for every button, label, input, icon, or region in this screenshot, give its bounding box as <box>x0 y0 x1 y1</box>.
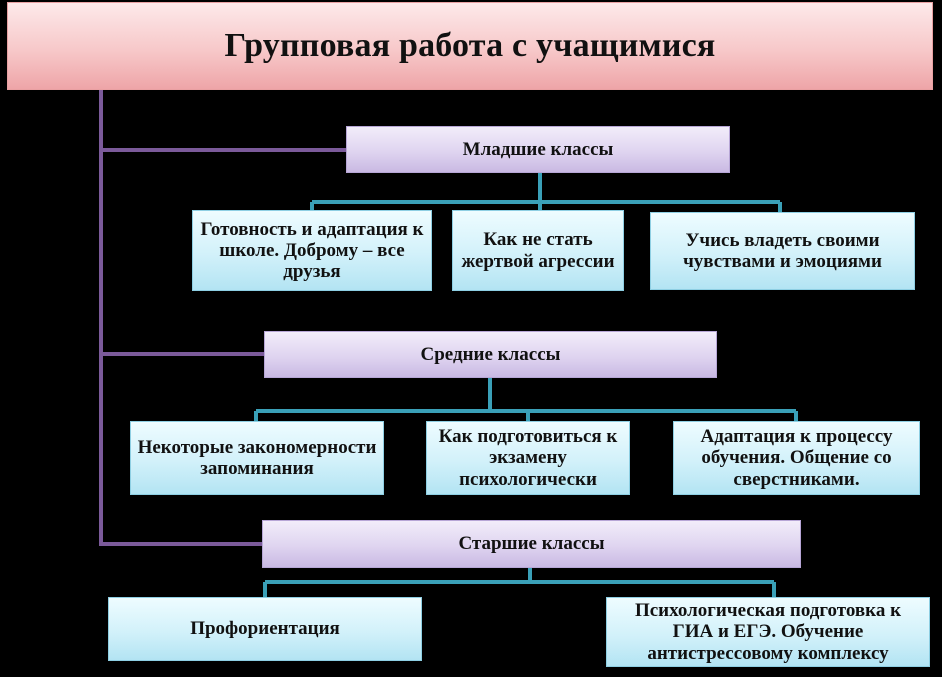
senior-connectors <box>263 568 776 597</box>
group-middle-classes: Средние классы <box>264 331 717 378</box>
topic-adaptation-communication: Адаптация к процессу обучения. Общение с… <box>673 421 920 495</box>
topic-gia-ege-preparation: Психологическая подготовка к ГИА и ЕГЭ. … <box>606 597 930 667</box>
diagram-title: Групповая работа с учащимися <box>7 2 933 90</box>
group-senior-classes: Старшие классы <box>262 520 801 568</box>
topic-avoid-aggression: Как не стать жертвой агрессии <box>452 210 624 291</box>
junior-connectors <box>310 173 782 212</box>
topic-memory-patterns: Некоторые закономерности запоминания <box>130 421 384 495</box>
topic-school-readiness: Готовность и адаптация к школе. Доброму … <box>192 210 432 291</box>
trunk-line <box>99 90 262 546</box>
middle-connectors <box>254 378 798 421</box>
group-junior-classes: Младшие классы <box>346 126 730 173</box>
topic-exam-preparation: Как подготовиться к экзамену психологиче… <box>426 421 630 495</box>
topic-manage-emotions: Учись владеть своими чувствами и эмоциям… <box>650 212 915 290</box>
topic-career-guidance: Профориентация <box>108 597 422 661</box>
